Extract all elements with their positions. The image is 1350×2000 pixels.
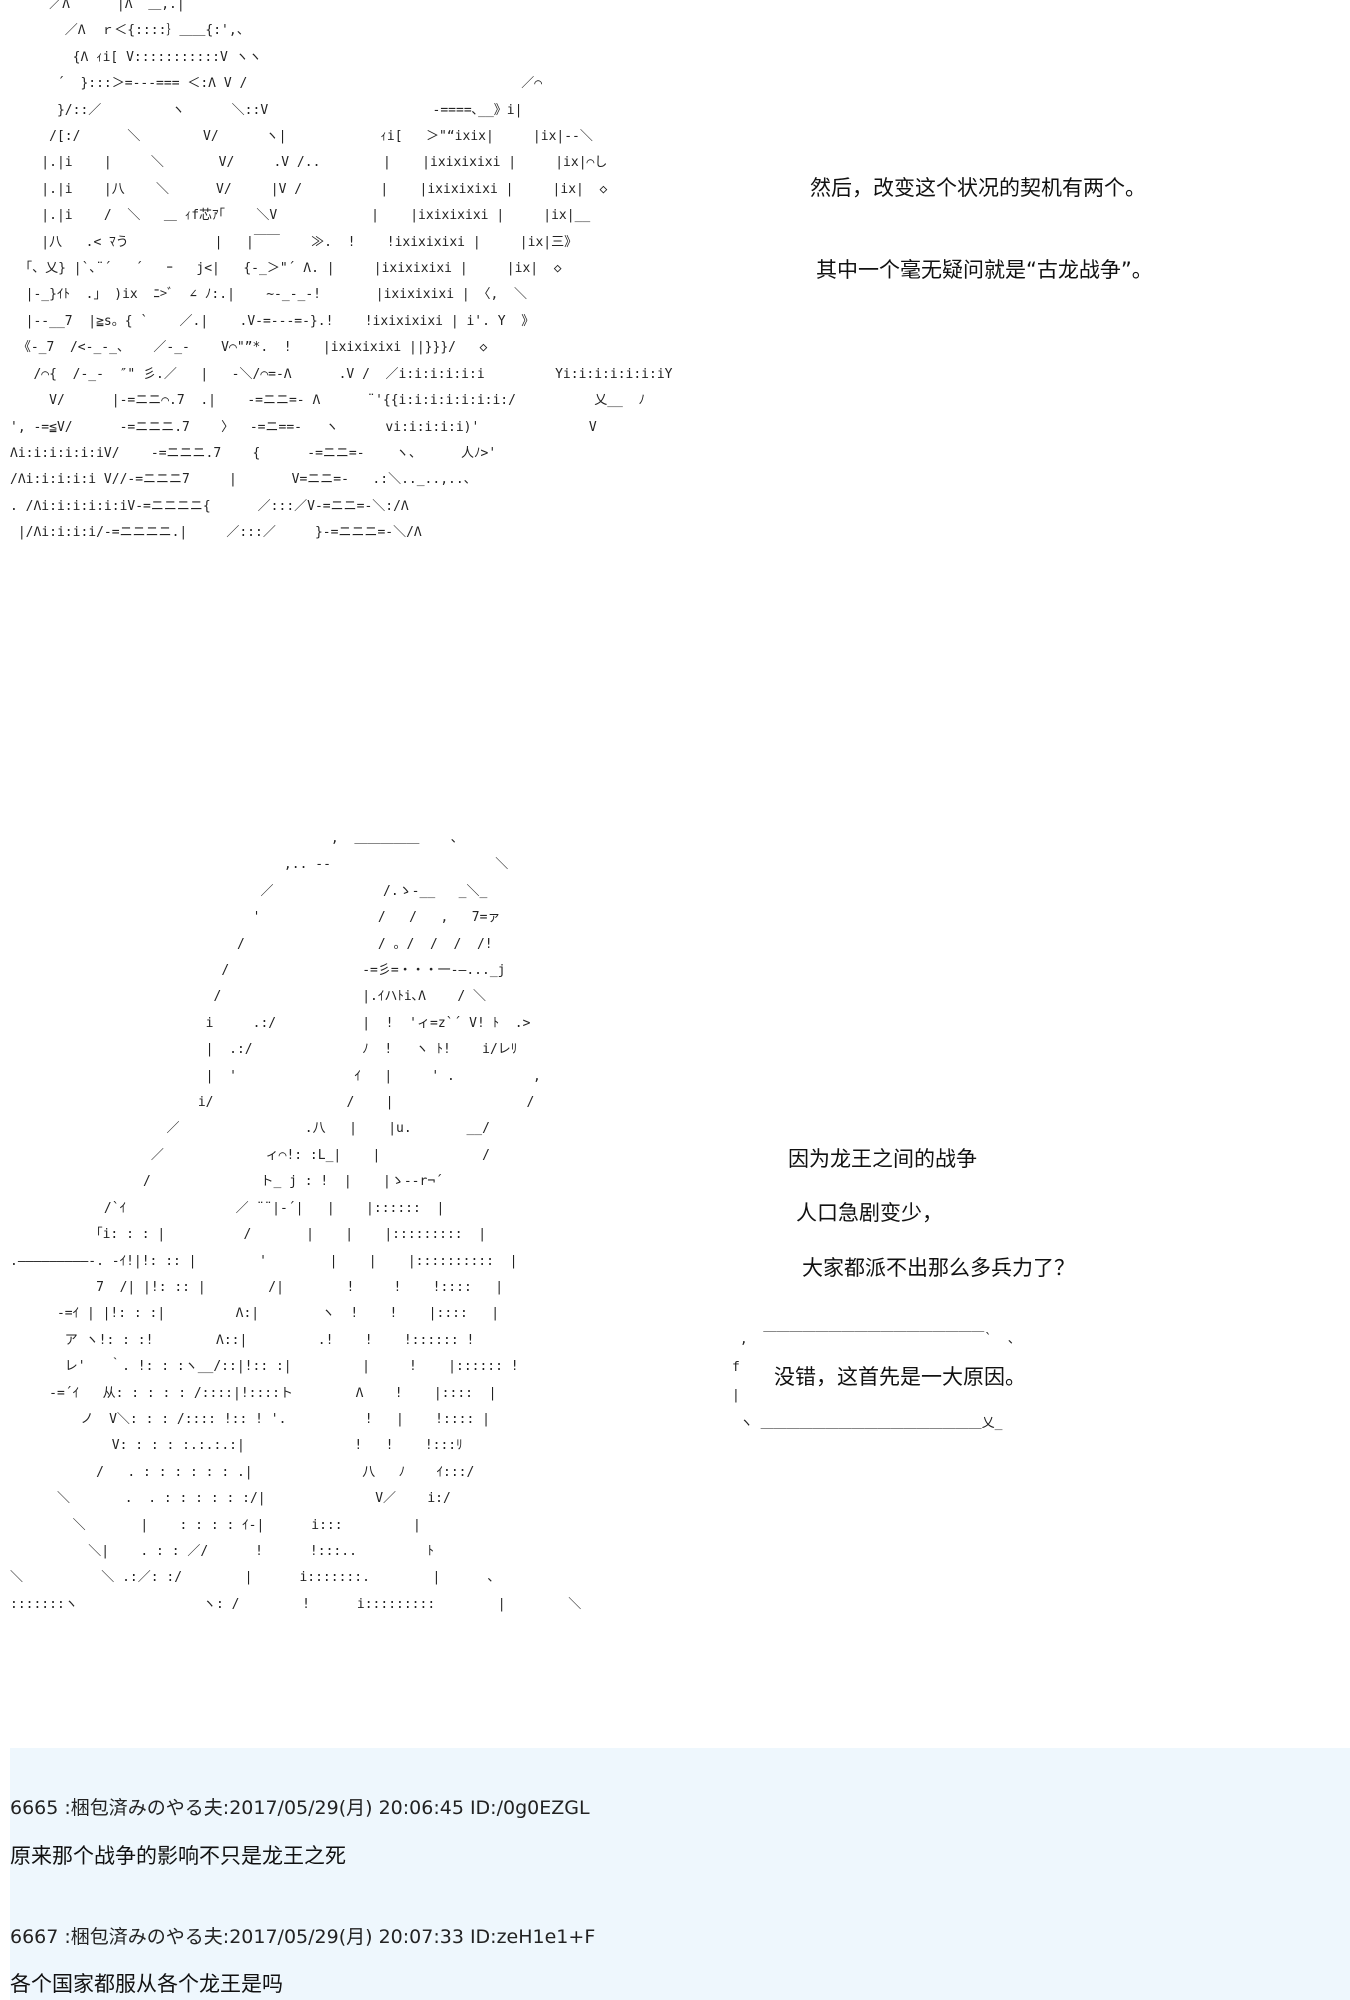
- dialogue-line: 其中一个毫无疑问就是“古龙战争”。: [816, 258, 1153, 282]
- comment-thread: 6665 :梱包済みのやる夫:2017/05/29(月) 20:06:45 ID…: [10, 1748, 1350, 2000]
- post-body: 原来那个战争的影响不只是龙王之死: [10, 1844, 346, 1868]
- dialogue-line: 人口急剧变少，: [796, 1201, 943, 1225]
- ascii-art-top-scene: ／Λ |Λ ＿,.| ／Λ ｒ＜{::::｝＿＿{:',、 {Λ ｨi[ V::…: [10, 0, 673, 541]
- post-header: 6667 :梱包済みのやる夫:2017/05/29(月) 20:07:33 ID…: [10, 1926, 596, 1948]
- post-body: 各个国家都服从各个龙王是吗: [10, 1972, 283, 1996]
- post-header: 6665 :梱包済みのやる夫:2017/05/29(月) 20:06:45 ID…: [10, 1797, 590, 1819]
- dialogue-line: 然后，改变这个状况的契机有两个。: [810, 176, 1146, 200]
- dialogue-line: 大家都派不出那么多兵力了？: [802, 1256, 1075, 1280]
- dialogue-line: 因为龙王之间的战争: [788, 1147, 977, 1171]
- speech-bubble-frame: , ￣￣￣￣￣￣￣￣￣￣￣￣￣￣￣￣￣` 、 f | ヽ ＿＿＿＿＿＿＿＿＿＿＿…: [732, 1332, 1021, 1431]
- ascii-art-bottom-scene: , ＿＿＿＿＿ 、 ,.. ‐- ＼ ／ /.ゝ-__ _＼_ ' / / , …: [10, 831, 582, 1612]
- speech-bubble-text: 没错，这首先是一大原因。: [774, 1365, 1026, 1389]
